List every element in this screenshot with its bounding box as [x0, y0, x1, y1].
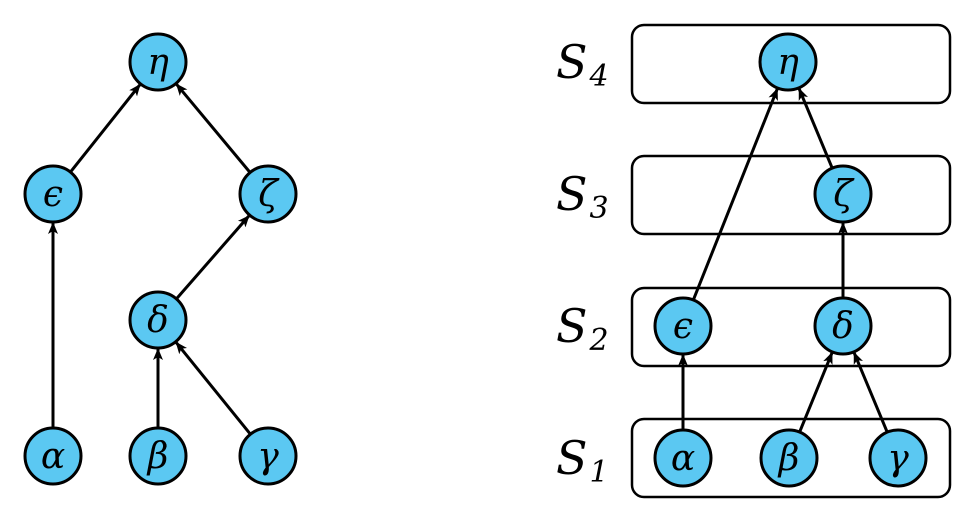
right-edge-zeta-to-eta — [797, 87, 834, 169]
left-node-zeta: ζ — [238, 164, 298, 224]
node-label: α — [671, 438, 695, 479]
layer-label-main: S — [556, 299, 588, 353]
right-node-alpha: α — [653, 428, 713, 488]
left-node-beta: β — [128, 426, 188, 486]
right-node-epsilon: ϵ — [653, 296, 713, 356]
layer-label-subscript: 1 — [590, 455, 609, 490]
left-node-alpha: α — [23, 426, 83, 486]
node-label: η — [147, 42, 169, 83]
node-circle — [653, 296, 713, 356]
layer-label-s1: S1 — [556, 431, 609, 490]
layer-box-s3 — [630, 154, 952, 236]
right-node-beta: β — [759, 428, 819, 488]
layer-label-subscript: 2 — [589, 323, 609, 358]
layer-label-subscript: 4 — [589, 59, 609, 94]
node-circle — [759, 428, 819, 488]
right-edge-gamma-to-delta — [852, 351, 889, 433]
layer-box-s2 — [630, 286, 952, 368]
node-label: α — [41, 436, 65, 477]
right-edge-beta-to-delta — [798, 351, 834, 433]
node-label: δ — [147, 300, 169, 341]
node-circle — [758, 32, 818, 92]
node-circle — [653, 428, 713, 488]
right-node-zeta: ζ — [813, 164, 873, 224]
left-node-eta: η — [128, 32, 188, 92]
layer-label-main: S — [556, 431, 588, 485]
right-node-delta: δ — [813, 296, 873, 356]
left-graph: η ϵ ζ δ α β γ — [23, 32, 298, 486]
node-circle — [23, 426, 83, 486]
right-node-gamma: γ — [868, 428, 928, 488]
left-node-epsilon: ϵ — [23, 164, 83, 224]
layer-label-s2: S2 — [556, 299, 609, 358]
node-circle — [813, 164, 873, 224]
left-node-gamma: γ — [238, 426, 298, 486]
left-node-delta: δ — [128, 290, 188, 350]
node-label: γ — [887, 438, 909, 479]
node-label: ζ — [258, 174, 280, 215]
node-circle — [128, 426, 188, 486]
left-edge-delta-to-zeta — [175, 214, 251, 300]
right-node-eta: η — [758, 32, 818, 92]
node-circle — [128, 290, 188, 350]
node-circle — [868, 428, 928, 488]
node-label: ζ — [833, 174, 855, 215]
node-circle — [238, 426, 298, 486]
node-label: β — [777, 438, 800, 479]
node-label: ϵ — [43, 174, 63, 215]
node-circle — [813, 296, 873, 356]
left-edge-gamma-to-delta — [175, 341, 252, 436]
layer-label-main: S — [556, 35, 588, 89]
node-label: ϵ — [673, 306, 693, 347]
layer-label-subscript: 3 — [590, 191, 609, 226]
layer-label-main: S — [556, 167, 588, 221]
right-edge-epsilon-to-eta — [691, 88, 779, 301]
left-edge-zeta-to-eta — [175, 83, 252, 174]
node-label: δ — [832, 306, 854, 347]
node-label: γ — [257, 436, 279, 477]
node-label: η — [777, 42, 799, 83]
node-label: β — [146, 436, 169, 477]
node-circle — [128, 32, 188, 92]
layer-label-s3: S3 — [556, 167, 609, 226]
node-circle — [23, 164, 83, 224]
node-circle — [238, 164, 298, 224]
left-edge-epsilon-to-eta — [69, 83, 142, 174]
layer-label-s4: S4 — [556, 35, 609, 94]
